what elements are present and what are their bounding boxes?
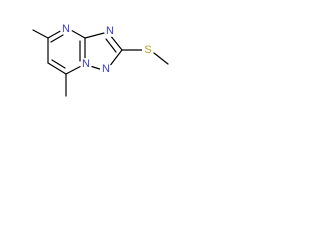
bond-c7-c6 [47, 62, 67, 75]
structure-diagram: N N N N S [0, 0, 194, 117]
bond-c7-c6-double [51, 59, 66, 69]
atom-n-triazole-bottom: N [102, 63, 110, 75]
bond-c5-n4-double [50, 34, 64, 43]
bond-c3a-n3 [84, 31, 109, 39]
bond-c5-methyl [32, 29, 49, 39]
atom-n-bridge: N [82, 58, 90, 70]
bond-n3-c2-double [105, 38, 117, 53]
bond-n3-c2 [109, 34, 123, 51]
atom-n-triazole-top: N [106, 25, 114, 37]
atom-n-pyrimidine: N [62, 23, 70, 35]
bond-s-methyl [153, 52, 169, 65]
atom-s-thioether: S [144, 44, 151, 56]
bonds [32, 28, 169, 97]
molecule-drawing: N N N N S [32, 23, 169, 97]
atom-labels: N N N N S [60, 23, 154, 75]
bond-c2-n2 [108, 49, 123, 68]
